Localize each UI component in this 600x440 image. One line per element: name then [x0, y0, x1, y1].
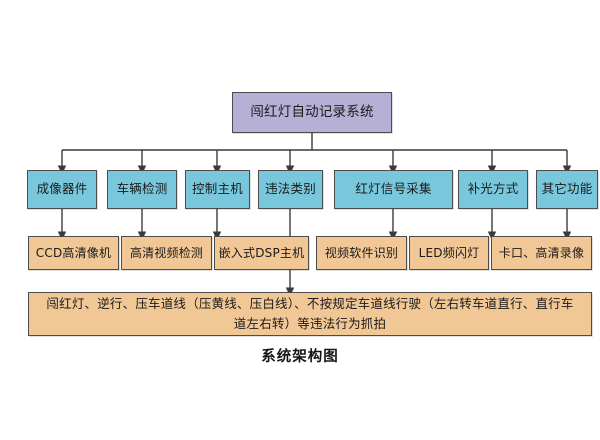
node-category-label: 补光方式: [467, 181, 519, 197]
node-impl-label: 高清视频检测: [129, 245, 204, 260]
node-impl-label: 视频软件识别: [324, 245, 399, 260]
node-impl-embedded-dsp-host[interactable]: 嵌入式DSP主机: [214, 236, 309, 270]
node-category-label: 控制主机: [192, 181, 243, 197]
node-impl-label: LED频闪灯: [418, 245, 480, 260]
node-violation-detail[interactable]: 闯红灯、逆行、压车道线（压黄线、压白线）、不按规定车道线行驶（左右转车道直行、直…: [28, 292, 592, 336]
node-category-red-light-signal-acquisition[interactable]: 红灯信号采集: [334, 170, 453, 209]
node-category-label: 车辆检测: [116, 181, 168, 197]
node-root-label: 闯红灯自动记录系统: [250, 104, 374, 121]
node-category-violation-type[interactable]: 违法类别: [258, 170, 323, 209]
node-category-label: 成像器件: [36, 181, 88, 197]
node-category-other-functions[interactable]: 其它功能: [536, 170, 598, 209]
node-impl-ccd-hd-camera[interactable]: CCD高清像机: [28, 236, 119, 270]
node-root-system[interactable]: 闯红灯自动记录系统: [232, 92, 392, 133]
node-category-imaging-device[interactable]: 成像器件: [27, 170, 97, 209]
node-impl-label: 卡口、高清录像: [498, 245, 585, 260]
node-category-fill-light-mode[interactable]: 补光方式: [458, 170, 528, 209]
node-impl-label: CCD高清像机: [35, 245, 112, 260]
diagram-caption: 系统架构图: [261, 349, 339, 365]
node-category-label: 其它功能: [541, 181, 593, 197]
node-category-control-host[interactable]: 控制主机: [185, 170, 250, 209]
node-impl-label: 嵌入式DSP主机: [218, 245, 305, 260]
node-category-label: 红灯信号采集: [355, 181, 432, 197]
node-violation-detail-label: 闯红灯、逆行、压车道线（压黄线、压白线）、不按规定车道线行驶（左右转车道直行、直…: [46, 296, 574, 331]
node-impl-hd-video-detection[interactable]: 高清视频检测: [121, 236, 212, 270]
node-category-vehicle-detection[interactable]: 车辆检测: [107, 170, 177, 209]
node-impl-video-software-recognition[interactable]: 视频软件识别: [316, 236, 407, 270]
node-impl-checkpoint-hd-recording[interactable]: 卡口、高清录像: [491, 236, 592, 270]
node-category-label: 违法类别: [265, 181, 316, 197]
node-impl-led-strobe-light[interactable]: LED频闪灯: [409, 236, 489, 270]
